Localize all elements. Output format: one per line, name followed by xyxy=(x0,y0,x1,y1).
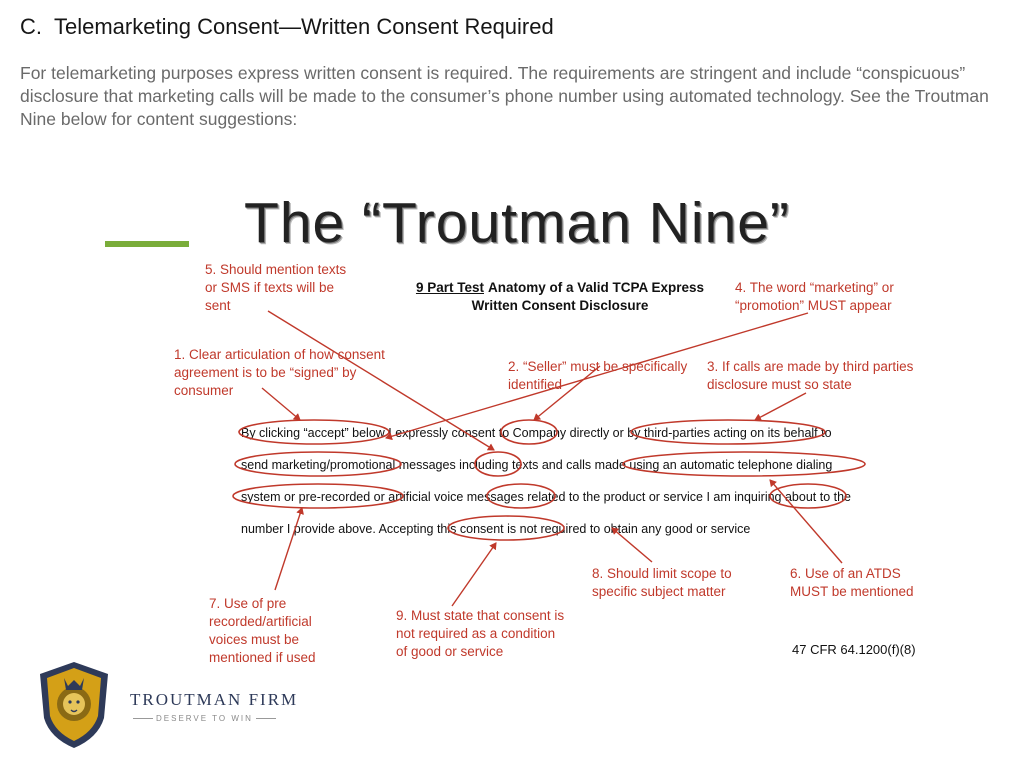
note-5-line: 5. Should mention texts xyxy=(205,262,347,277)
ellipse-messages xyxy=(486,483,556,509)
section-letter: C. xyxy=(20,14,42,39)
arrow-note-1 xyxy=(261,387,301,421)
arrow-note-6 xyxy=(769,479,843,564)
arrow-note-5 xyxy=(267,310,495,451)
note-1-line: agreement is to be “signed” by xyxy=(174,365,357,380)
part-test-label: 9 Part Test xyxy=(415,280,484,295)
arrow-note-3 xyxy=(754,392,807,421)
note-8-line: specific subject matter xyxy=(592,584,726,599)
note-3-line: 3. If calls are made by third parties xyxy=(707,359,914,374)
tagline-rule-right xyxy=(255,718,276,720)
note-9: 9. Must state that consent is not requir… xyxy=(396,607,564,661)
consent-line-3: system or pre-recorded or artificial voi… xyxy=(241,490,852,504)
arrow-note-2 xyxy=(533,365,601,421)
ellipse-by-clicking xyxy=(238,419,390,445)
tagline-rule-left xyxy=(133,718,153,720)
consent-line-4: number I provide above. Accepting this c… xyxy=(241,522,751,536)
intro-paragraph: For telemarketing purposes express writt… xyxy=(20,63,989,129)
ellipse-atds xyxy=(622,451,866,477)
lion-shield-logo xyxy=(40,662,108,748)
ellipse-send-marketing xyxy=(234,451,402,477)
note-8-line: 8. Should limit scope to xyxy=(592,566,732,581)
note-7-line: recorded/artificial xyxy=(209,614,312,629)
note-3: 3. If calls are made by third parties di… xyxy=(707,358,913,394)
note-9-line: not required as a condition xyxy=(396,626,556,641)
note-5-line: or SMS if texts will be xyxy=(205,280,335,295)
cfr-citation: 47 CFR 64.1200(f)(8) xyxy=(792,642,916,657)
note-7-line: voices must be xyxy=(209,632,300,647)
section-heading: C. Telemarketing Consent—Written Consent … xyxy=(20,14,554,40)
firm-tagline: DESERVE TO WIN xyxy=(130,714,279,723)
ellipse-prerecorded xyxy=(232,483,404,509)
note-1-line: consumer xyxy=(174,383,234,398)
arrow-note-7 xyxy=(274,507,304,591)
figure-title: The “Troutman Nine” xyxy=(244,191,790,255)
note-2-line: identified xyxy=(508,377,563,392)
arrow-note-8 xyxy=(611,527,653,563)
ellipse-company xyxy=(500,419,558,445)
ellipse-third-parties xyxy=(630,419,826,445)
note-5: 5. Should mention texts or SMS if texts … xyxy=(205,261,346,315)
accent-bar xyxy=(105,241,189,247)
note-4-line: “promotion” MUST appear xyxy=(735,298,892,313)
ellipse-not-required xyxy=(447,515,565,541)
note-4: 4. The word “marketing” or “promotion” M… xyxy=(735,279,894,315)
subtitle-text: Anatomy of a Valid TCPA Express Written … xyxy=(471,280,705,313)
note-4-line: 4. The word “marketing” or xyxy=(735,280,894,295)
ellipse-about-to xyxy=(769,483,847,509)
note-6-line: 6. Use of an ATDS xyxy=(790,566,901,581)
note-8: 8. Should limit scope to specific subjec… xyxy=(592,565,732,601)
section-title: Telemarketing Consent—Written Consent Re… xyxy=(54,14,554,39)
note-7-line: mentioned if used xyxy=(209,650,316,665)
note-3-line: disclosure must so state xyxy=(707,377,852,392)
ellipse-including xyxy=(474,451,522,477)
note-7-line: 7. Use of pre xyxy=(209,596,287,611)
tagline-text: DESERVE TO WIN xyxy=(156,714,253,723)
note-9-line: of good or service xyxy=(396,644,504,659)
note-6: 6. Use of an ATDS MUST be mentioned xyxy=(790,565,914,601)
note-5-line: sent xyxy=(205,298,231,313)
arrow-note-4 xyxy=(385,312,809,441)
firm-name: TROUTMAN FIRM xyxy=(130,690,299,709)
note-9-line: 9. Must state that consent is xyxy=(396,608,565,623)
note-7: 7. Use of pre recorded/artificial voices… xyxy=(209,595,316,667)
note-6-line: MUST be mentioned xyxy=(790,584,914,599)
arrow-note-9 xyxy=(451,542,497,607)
consent-line-2: send marketing/promotional messages incl… xyxy=(241,458,833,472)
